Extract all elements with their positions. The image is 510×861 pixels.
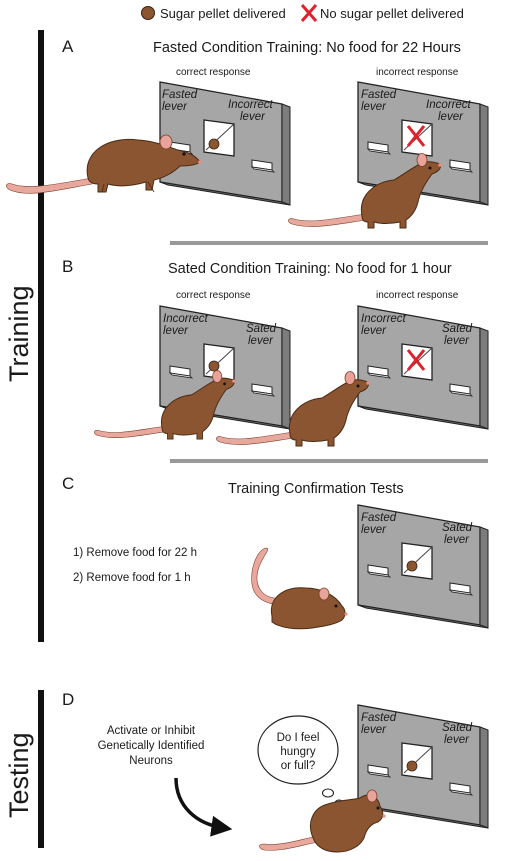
lever-label: lever <box>361 524 387 536</box>
panel-a-title: Fasted Condition Training: No food for 2… <box>153 40 461 56</box>
legend-no-pellet-label: No sugar pellet delivered <box>320 6 464 21</box>
panel-b-incorrect-caption: incorrect response <box>376 290 459 301</box>
lever-label: lever <box>444 734 470 746</box>
lever-label: lever <box>162 101 188 113</box>
sugar-pellet <box>208 360 220 372</box>
panel-d-note-line3: Neurons <box>129 755 173 767</box>
sugar-pellet <box>208 138 220 150</box>
lever-label: Sated <box>442 522 473 534</box>
panel-a: A Fasted Condition Training: No food for… <box>5 37 489 229</box>
thought-line3: or full? <box>281 760 316 772</box>
lever-label: Fasted <box>162 89 198 101</box>
lever-label: Incorrect <box>163 313 209 325</box>
panel-c-title: Training Confirmation Tests <box>228 481 404 497</box>
mouse-illustration <box>251 547 348 630</box>
mouse-illustration <box>259 789 386 853</box>
operant-box <box>159 81 291 206</box>
lever-label: Fasted <box>361 712 397 724</box>
thought-line1: Do I feel <box>277 732 320 744</box>
lever-label: Sated <box>442 323 473 335</box>
lever-label: lever <box>163 325 189 337</box>
testing-label: Testing <box>4 732 34 818</box>
legend: Sugar pellet delivered No sugar pellet d… <box>141 4 464 22</box>
panel-a-correct-caption: correct response <box>176 67 251 78</box>
lever-label: Fasted <box>361 89 397 101</box>
panel-b-title: Sated Condition Training: No food for 1 … <box>168 261 452 277</box>
panel-c-letter: C <box>62 474 74 493</box>
panel-b: B Sated Condition Training: No food for … <box>62 257 489 447</box>
lever-label: lever <box>444 335 470 347</box>
lever-label: Sated <box>442 722 473 734</box>
lever-label: lever <box>444 534 470 546</box>
curved-arrow <box>174 777 233 837</box>
no-pellet-cross-icon <box>406 349 426 371</box>
lever-label: Incorrect <box>361 313 407 325</box>
lever-label: Incorrect <box>228 99 274 111</box>
sugar-pellet <box>406 560 418 572</box>
panel-c: C Training Confirmation Tests 1) Remove … <box>62 474 489 630</box>
lever-label: Sated <box>246 323 277 335</box>
training-bar <box>38 30 44 642</box>
section-divider <box>170 241 488 245</box>
no-pellet-cross-icon <box>406 125 426 147</box>
panel-d-note-line2: Genetically Identified <box>98 740 205 752</box>
lever-label: lever <box>438 111 464 123</box>
lever-label: Fasted <box>361 512 397 524</box>
pellet-legend-icon <box>141 6 155 20</box>
panel-d-letter: D <box>62 690 74 709</box>
lever-label: lever <box>361 724 387 736</box>
panel-c-step-2: 2) Remove food for 1 h <box>73 572 191 584</box>
panel-b-correct-caption: correct response <box>176 290 251 301</box>
panel-d-note-line1: Activate or Inhibit <box>107 725 196 737</box>
lever-label: lever <box>240 111 266 123</box>
panel-c-step-1: 1) Remove food for 22 h <box>73 547 197 559</box>
testing-bar <box>38 690 44 848</box>
panel-d: D Activate or Inhibit Genetically Identi… <box>62 690 489 853</box>
sugar-pellet <box>406 760 418 772</box>
thought-bubble <box>257 715 351 814</box>
lever-label: lever <box>361 101 387 113</box>
training-label: Training <box>4 285 34 382</box>
thought-line2: hungry <box>280 746 315 758</box>
panel-a-incorrect-caption: incorrect response <box>376 67 459 78</box>
lever-label: lever <box>248 335 274 347</box>
section-divider <box>170 459 488 463</box>
legend-pellet-label: Sugar pellet delivered <box>160 6 286 21</box>
lever-label: lever <box>361 325 387 337</box>
lever-label: Incorrect <box>426 99 472 111</box>
cross-legend-icon <box>300 4 318 22</box>
panel-a-letter: A <box>62 37 74 56</box>
panel-b-letter: B <box>62 257 73 276</box>
